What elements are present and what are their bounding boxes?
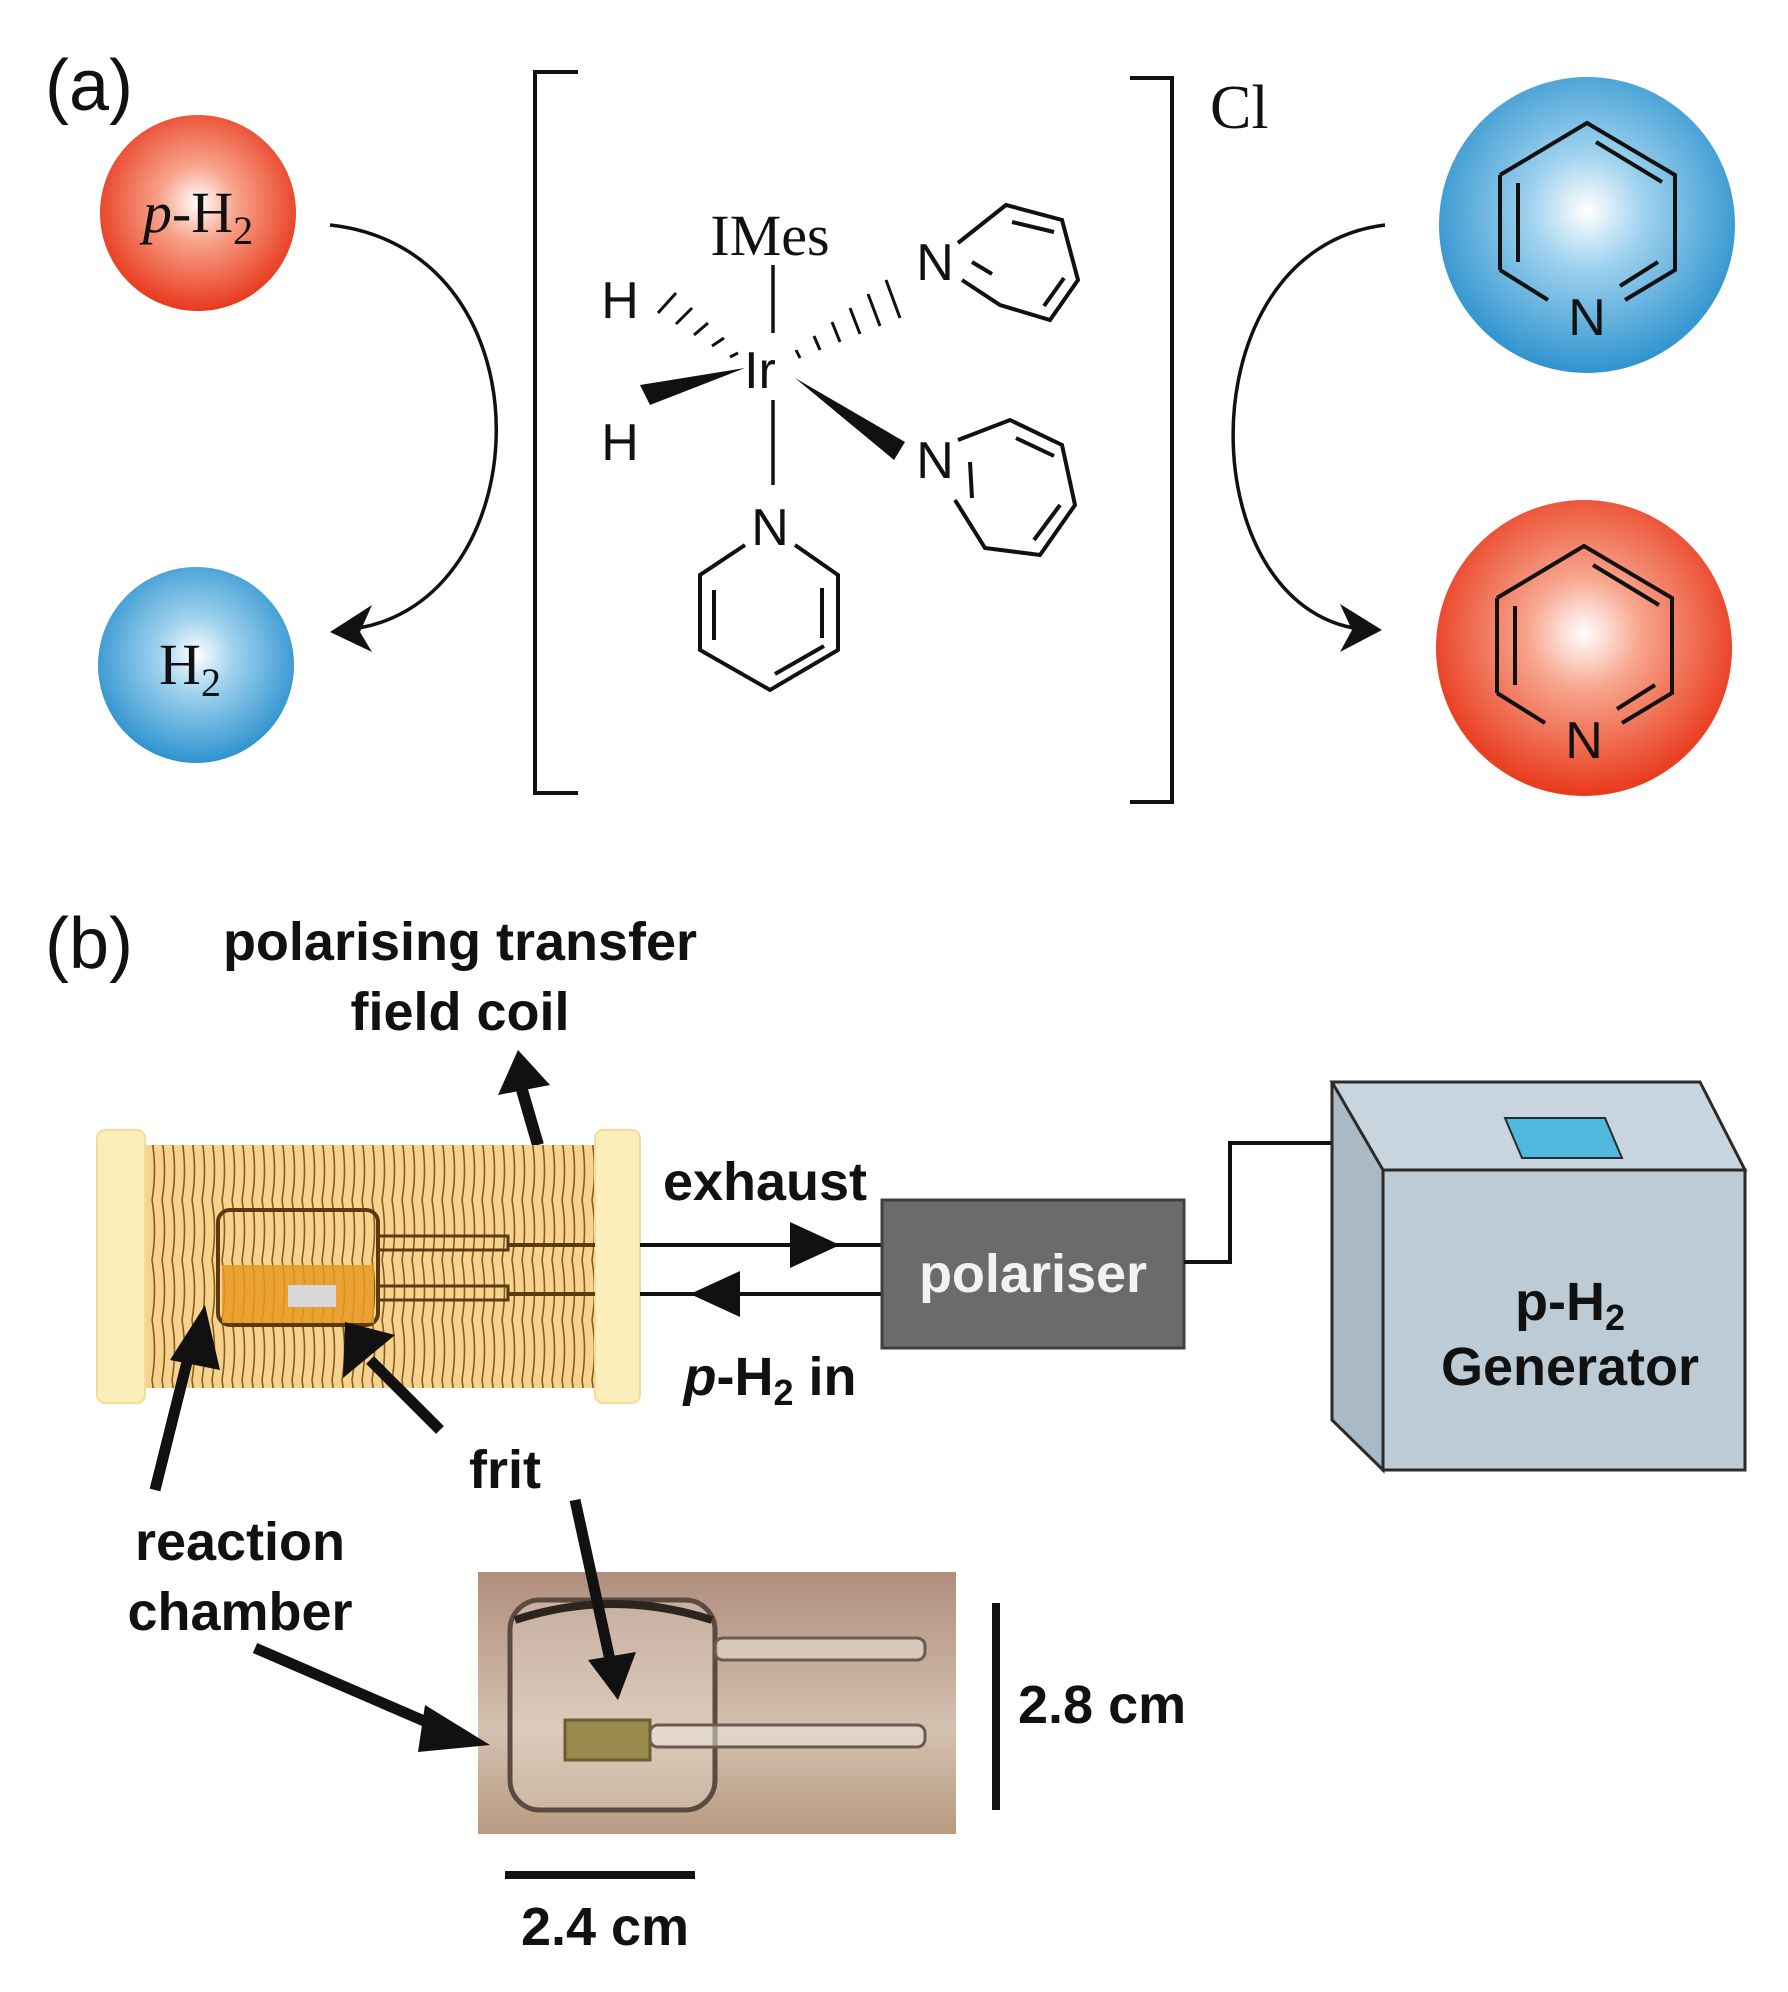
photo-chamber-rim [513, 1600, 714, 1624]
free-pyridine-ring-1-bonds [1498, 140, 1664, 288]
coil-end-left [96, 1129, 146, 1404]
hydride-atom-2: H [601, 414, 639, 472]
wedge-bond-pyridine-2 [795, 378, 905, 460]
panel-b-label: (b) [45, 904, 133, 984]
counterion-label: Cl [1210, 74, 1269, 142]
chamber-frit [288, 1285, 336, 1307]
photo-tube-top [713, 1636, 927, 1662]
pyridine-ring-2 [953, 417, 1078, 558]
para-hydrogen-label: p-H2 [139, 180, 253, 253]
panel-a-label: (a) [45, 46, 133, 126]
exchange-arrow-left [329, 223, 498, 632]
chamber-photo [478, 1572, 956, 1834]
chamber-photo-arrowhead [418, 1705, 490, 1752]
field-coil [96, 1129, 641, 1404]
photo-glass-chamber [507, 1597, 718, 1813]
free-pyridine-n-1: N [1568, 289, 1606, 347]
pyridine-ring-3 [698, 543, 840, 693]
pyridine-ring-1 [956, 202, 1081, 323]
frit-pointer-arrowhead [343, 1322, 395, 1378]
coil-label-line-1: polarising transfer [223, 912, 697, 972]
ph2-generator: p-H2 Generator [1329, 1080, 1748, 1474]
photo-frit [563, 1718, 652, 1762]
arrowhead-right [1340, 604, 1382, 652]
hashed-bond-pyridine-1 [794, 279, 902, 359]
frit-pointer-arrow [366, 1356, 444, 1434]
free-pyridine-ring-2-bonds [1495, 563, 1661, 711]
hydrogen-sphere [98, 567, 294, 763]
bracket-left [533, 70, 578, 795]
pyridine-n-2: N [916, 432, 954, 490]
exhaust-arrowhead [790, 1222, 840, 1268]
frit-photo-arrow [569, 1498, 616, 1662]
pyridine-ring-2-double [968, 436, 1062, 542]
hydride-atom-1: H [601, 272, 639, 330]
chamber-photo-arrow [252, 1642, 448, 1736]
wedge-bond-hydride-2 [640, 368, 745, 405]
pyridine-sphere-blue [1439, 77, 1735, 373]
panel-b: (b) polarising transfer field coil exhau… [45, 904, 1748, 1957]
imes-ligand-label: IMes [710, 203, 829, 268]
pyridine-ring-3-double [712, 588, 825, 676]
coil-end-right [594, 1129, 641, 1404]
generator-label-line-2: Generator [1441, 1337, 1699, 1397]
scale-height-label: 2.8 cm [1018, 1675, 1186, 1735]
frit-label: frit [469, 1440, 541, 1500]
iridium-atom: Ir [744, 342, 776, 400]
reaction-label-line-1: reaction [135, 1512, 345, 1572]
reaction-pointer-arrowhead [170, 1305, 220, 1370]
photo-tube-bottom [648, 1723, 927, 1749]
generator-screen [1503, 1117, 1624, 1159]
reaction-pointer-arrow [149, 1348, 196, 1492]
exchange-arrow-right [1231, 223, 1386, 632]
pyridine-sphere-red [1436, 500, 1732, 796]
reaction-label-line-2: chamber [127, 1582, 352, 1642]
hydrogen-label: H2 [159, 632, 221, 705]
pyridine-n-1: N [916, 234, 954, 292]
coil-pointer-arrow [516, 1088, 544, 1147]
bracket-right [1130, 76, 1174, 804]
coil-label-line-2: field coil [350, 982, 569, 1042]
para-hydrogen-sphere [100, 115, 296, 311]
scale-width-label: 2.4 cm [521, 1897, 689, 1957]
polariser-label: polariser [919, 1244, 1147, 1304]
generator-label-line-1: p-H2 [1515, 1272, 1625, 1338]
pyridine-ring-1-double [970, 220, 1066, 308]
chamber-outline [216, 1208, 380, 1327]
frit-photo-arrowhead [588, 1652, 636, 1700]
iridium-complex: IMes Ir H H [601, 202, 1081, 693]
free-pyridine-n-2: N [1565, 712, 1603, 770]
panel-a: (a) p-H2 H2 Cl IMes Ir H [45, 46, 1735, 804]
arrowhead-left [330, 605, 372, 652]
ph2-in-arrowhead [690, 1271, 740, 1317]
exhaust-label: exhaust [663, 1152, 867, 1212]
polariser-box [880, 1198, 1186, 1350]
generator-front [1381, 1168, 1747, 1472]
ph2-in-label: p-H2 in [681, 1347, 856, 1413]
coil-pointer-arrowhead [498, 1050, 550, 1095]
hashed-bond-hydride-1 [656, 291, 739, 359]
pyridine-n-3: N [751, 499, 789, 557]
